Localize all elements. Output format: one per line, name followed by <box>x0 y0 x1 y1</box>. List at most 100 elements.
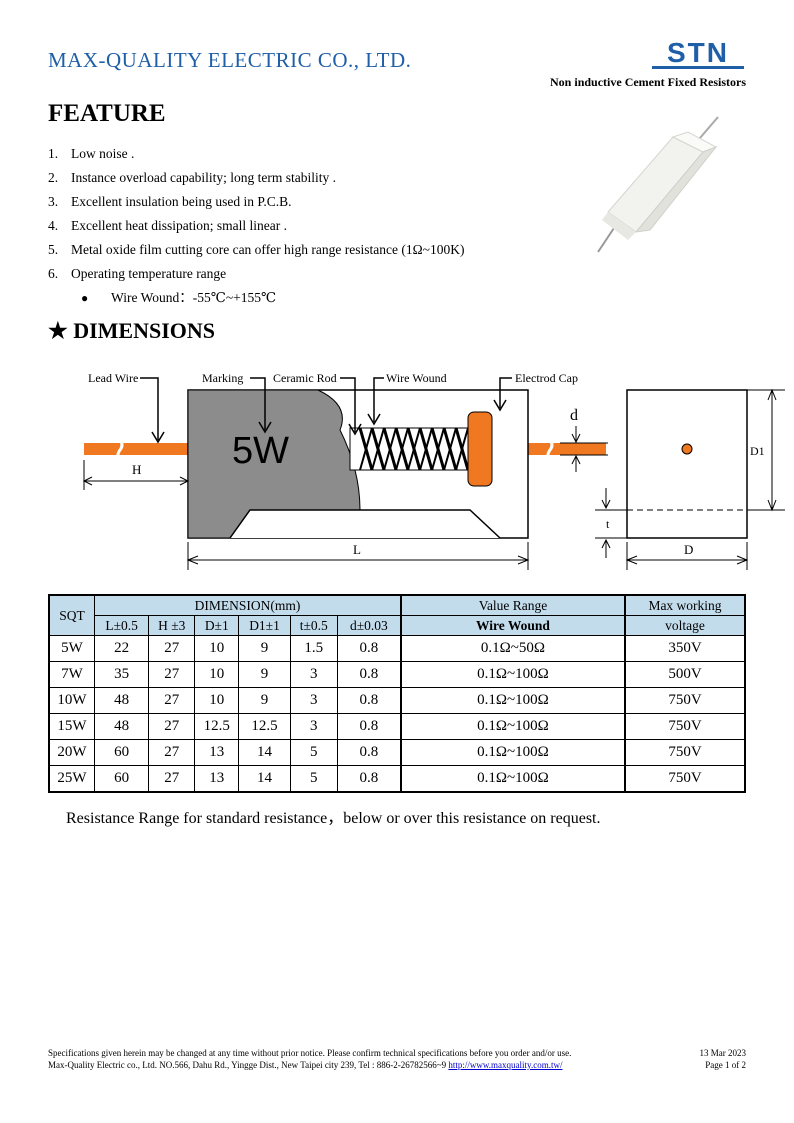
feature-item: 4.Excellent heat dissipation; small line… <box>48 218 287 233</box>
feature-heading: FEATURE <box>48 100 166 127</box>
table-cell-range: 0.1Ω~100Ω <box>400 687 626 714</box>
table-header-row: SQT DIMENSION(mm) Value Range Max workin… <box>48 594 746 636</box>
table-cell-sqt: 25W <box>48 765 95 793</box>
table-cell-d1: 12.5 <box>238 713 291 740</box>
table-cell-d: 13 <box>194 739 240 766</box>
table-cell-h: 27 <box>148 765 196 793</box>
left-lead-wire <box>84 443 188 455</box>
table-cell-sqt: 15W <box>48 713 95 740</box>
feature-item: 5.Metal oxide film cutting core can offe… <box>48 242 465 257</box>
feature-item: 2.Instance overload capability; long ter… <box>48 170 337 185</box>
table-cell-d: 12.5 <box>194 713 240 740</box>
table-cell-range: 0.1Ω~100Ω <box>400 739 626 766</box>
label-ceramic-rod: Ceramic Rod <box>273 371 337 385</box>
table-cell-d: 0.8 <box>336 713 402 740</box>
side-view-lead <box>681 443 693 455</box>
table-cell-voltage: 500V <box>624 661 746 688</box>
table-cell-t: 3 <box>289 687 338 714</box>
label-d-big: D <box>684 542 693 557</box>
footer-line-1: Specifications given herein may be chang… <box>48 1048 572 1058</box>
resistance-note: Resistance Range for standard resistance… <box>66 810 601 827</box>
table-cell-sqt: 20W <box>48 739 95 766</box>
label-d1: D1 <box>750 444 765 458</box>
table-cell-l: 35 <box>93 661 150 688</box>
table-cell-d1: 9 <box>238 661 291 688</box>
table-cell-t: 3 <box>289 661 338 688</box>
bullet-icon: ● <box>81 291 89 305</box>
table-cell-h: 27 <box>148 635 196 662</box>
table-cell-d: 10 <box>194 687 240 714</box>
footer-meta: 13 Mar 2023 Page 1 of 2 <box>700 1047 747 1071</box>
table-cell-voltage: 750V <box>624 713 746 740</box>
subheader-t: t±0.5 <box>289 615 338 636</box>
table-cell-sqt: 7W <box>48 661 95 688</box>
table-cell-d: 0.8 <box>336 635 402 662</box>
header-dimension: DIMENSION(mm) <box>94 594 402 616</box>
table-cell-l: 60 <box>93 739 150 766</box>
table-cell-h: 27 <box>148 687 196 714</box>
table-cell-d: 0.8 <box>336 661 402 688</box>
mark-text: 5W <box>232 430 289 472</box>
wire-coil <box>358 427 470 471</box>
company-name: MAX-QUALITY ELECTRIC CO., LTD. <box>48 48 412 72</box>
header-max-voltage-2: voltage <box>624 615 746 636</box>
footer-line-2: Max-Quality Electric co., Ltd. NO.566, D… <box>48 1060 563 1070</box>
table-cell-t: 5 <box>289 739 338 766</box>
dimension-diagram: 5W Lead Wire Marking Ceramic Rod Wire Wo… <box>82 371 785 570</box>
table-cell-range: 0.1Ω~100Ω <box>400 661 626 688</box>
table-cell-d1: 14 <box>238 739 291 766</box>
table-cell-d: 0.8 <box>336 687 402 714</box>
table-cell-d1: 9 <box>238 635 291 662</box>
logo-text: STN <box>667 40 729 68</box>
table-cell-range: 0.1Ω~100Ω <box>400 713 626 740</box>
feature-list: 1.Low noise . 2.Instance overload capabi… <box>48 142 464 310</box>
label-lead-wire: Lead Wire <box>88 371 138 385</box>
table-cell-t: 3 <box>289 713 338 740</box>
label-wire-wound: Wire Wound <box>386 371 447 385</box>
dimensions-heading: ★ DIMENSIONS <box>48 318 216 343</box>
subheader-d1: D1±1 <box>238 615 291 636</box>
table-cell-l: 48 <box>93 713 150 740</box>
header-value-range: Value Range <box>400 594 626 616</box>
table-cell-range: 0.1Ω~50Ω <box>400 635 626 662</box>
table-cell-d: 13 <box>194 765 240 793</box>
table-cell-h: 27 <box>148 661 196 688</box>
subheader-d-small: d±0.03 <box>336 615 402 636</box>
table-cell-t: 1.5 <box>289 635 338 662</box>
table-cell-range: 0.1Ω~100Ω <box>400 765 626 793</box>
label-h: H <box>132 462 141 477</box>
label-d-small: d <box>570 407 578 424</box>
electrod-cap <box>467 411 493 487</box>
table-cell-h: 27 <box>148 713 196 740</box>
side-view <box>626 389 748 539</box>
website-link[interactable]: http://www.maxquality.com.tw/ <box>448 1060 563 1070</box>
subheader-d: D±1 <box>194 615 240 636</box>
resistor-photo <box>597 116 719 253</box>
table-cell-sqt: 5W <box>48 635 95 662</box>
header-max-voltage-1: Max working <box>624 594 746 616</box>
header-sqt: SQT <box>48 594 95 636</box>
table-cell-voltage: 350V <box>624 635 746 662</box>
table-cell-l: 48 <box>93 687 150 714</box>
label-t: t <box>606 517 610 531</box>
document-subtitle: Non inductive Cement Fixed Resistors <box>550 75 746 89</box>
feature-item: 3.Excellent insulation being used in P.C… <box>48 194 292 209</box>
table-cell-d1: 9 <box>238 687 291 714</box>
table-cell-voltage: 750V <box>624 739 746 766</box>
table-cell-l: 22 <box>93 635 150 662</box>
spec-table: SQT DIMENSION(mm) Value Range Max workin… <box>48 594 746 793</box>
table-cell-d: 10 <box>194 635 240 662</box>
subheader-l: L±0.5 <box>93 615 150 636</box>
table-cell-d: 0.8 <box>336 765 402 793</box>
table-cell-sqt: 10W <box>48 687 95 714</box>
label-electrod-cap: Electrod Cap <box>515 371 578 385</box>
table-subheader-row: L±0.5 H ±3 D±1 D1±1 t±0.5 d±0.03 Wire Wo… <box>49 615 746 636</box>
feature-item: 6.Operating temperature range <box>48 266 227 281</box>
footer-page: Page 1 of 2 <box>705 1060 746 1070</box>
table-cell-t: 5 <box>289 765 338 793</box>
